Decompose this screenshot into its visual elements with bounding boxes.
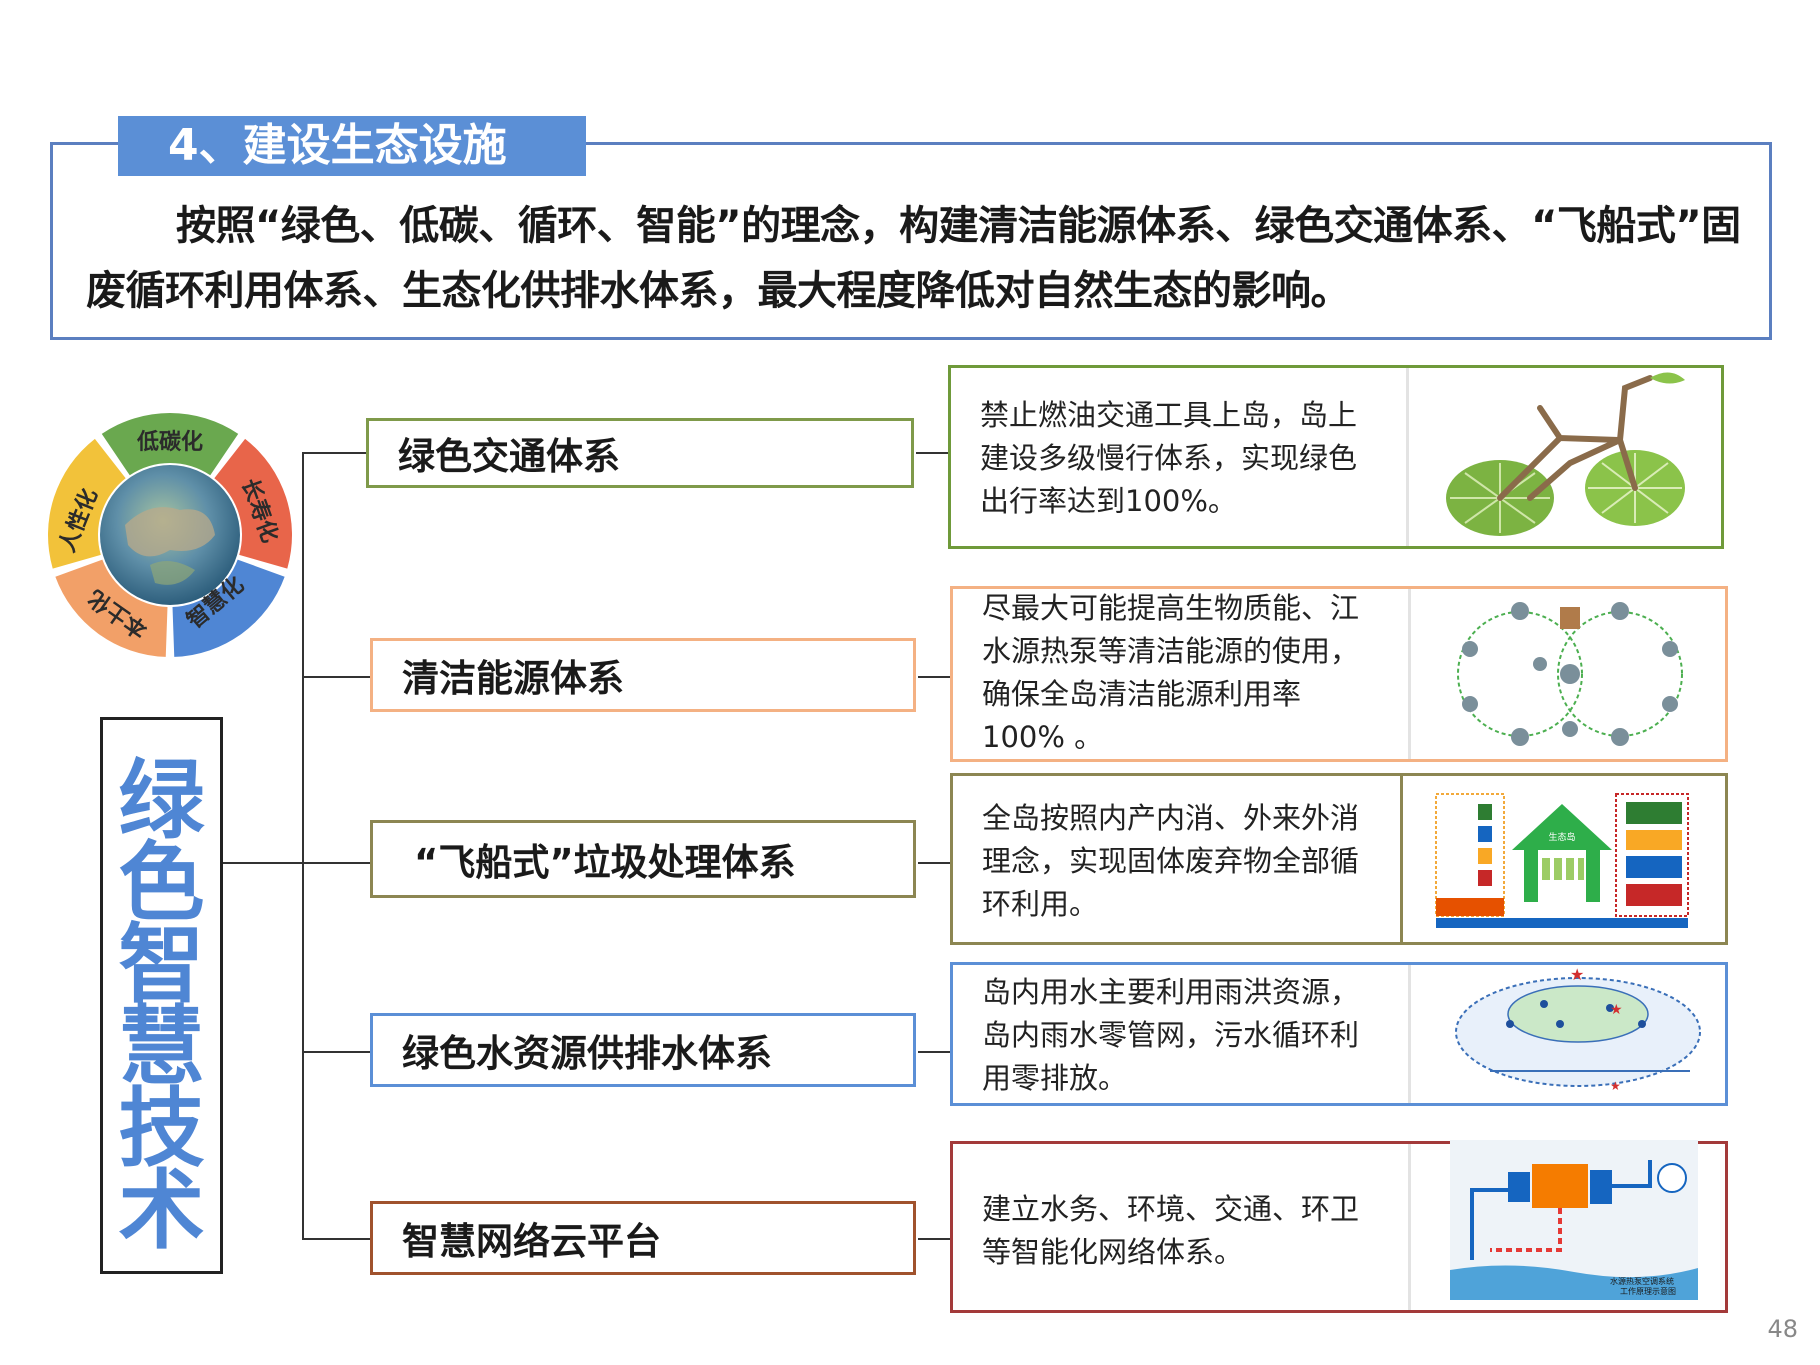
- desc-connector-4: [918, 1051, 952, 1053]
- central-title-box: [100, 717, 223, 1274]
- ring-segment-local: [55, 559, 168, 657]
- heatpump-caption-2: 工作原理示意图: [1620, 1286, 1676, 1296]
- branch-title-box-5: [370, 1201, 916, 1275]
- desc-box-2: [950, 586, 1728, 762]
- desc-text-2: 尽最大可能提高生物质能、江水源热泵等清洁能源的使用，确保全岛清洁能源利用率100…: [982, 591, 1360, 754]
- branch-title-1: 绿色交通体系: [398, 435, 620, 478]
- branch-line-1: [302, 452, 366, 454]
- desc-box-3: [950, 773, 1728, 945]
- principles-ring: 低碳化 长寿化 智慧化 本土化 人性化: [47, 413, 292, 657]
- section-title: 4、建设生态设施: [118, 116, 586, 176]
- branch-title-5: 智慧网络云平台: [402, 1220, 661, 1263]
- water-map-icon: ★ ★ ★: [1455, 966, 1701, 1093]
- ring-segment-longevity: [214, 438, 292, 569]
- svg-text:★: ★: [1610, 1079, 1621, 1093]
- ring-label-lowcarbon: 低碳化: [136, 429, 203, 455]
- energy-cycle-icon: [1457, 602, 1683, 746]
- trunk-connector: [223, 862, 303, 864]
- heatpump-caption-1: 水源热泵空调系统: [1610, 1276, 1674, 1286]
- desc-connector-2: [918, 676, 952, 678]
- ring-segment-humane: [47, 438, 126, 569]
- branch-line-5: [302, 1238, 370, 1240]
- intro-text: 按照“绿色、低碳、循环、智能”的理念，构建清洁能源体系、绿色交通体系、“飞船式”…: [86, 203, 1741, 314]
- ring-segment-lowcarbon: [101, 413, 239, 476]
- branch-title-box-3: [370, 820, 916, 898]
- svg-text:★: ★: [1570, 966, 1584, 984]
- central-title: 绿色智慧技术: [118, 751, 205, 1261]
- branch-title-box-4: [370, 1013, 916, 1087]
- desc-connector-5: [918, 1238, 952, 1240]
- branch-title-3: “飞船式”垃圾处理体系: [414, 841, 796, 884]
- desc-connector-3: [918, 862, 952, 864]
- tree-spine: [302, 452, 304, 1238]
- branch-line-4: [302, 1051, 370, 1053]
- desc-box-5: [950, 1141, 1728, 1313]
- waste-recycling-icon: 生态岛: [1435, 793, 1689, 928]
- page-number: 48: [1767, 1315, 1798, 1343]
- desc-text-1: 禁止燃油交通工具上岛，岛上建设多级慢行体系，实现绿色出行率达到100%。: [980, 398, 1358, 518]
- branch-title-box-1: [366, 418, 914, 488]
- intro-box: [50, 142, 1772, 340]
- desc-box-4: [950, 962, 1728, 1106]
- desc-connector-1: [916, 452, 950, 454]
- heat-pump-diagram-icon: 水源热泵空调系统 工作原理示意图: [1450, 1140, 1698, 1300]
- branch-title-2: 清洁能源体系: [402, 657, 624, 700]
- branch-title-4: 绿色水资源供排水体系: [402, 1032, 772, 1075]
- desc-text-4: 岛内用水主要利用雨洪资源，岛内雨水零管网，污水循环利用零排放。: [982, 975, 1360, 1095]
- desc-box-1: [948, 365, 1724, 549]
- house-label: 生态岛: [1548, 831, 1575, 843]
- branch-line-3: [302, 862, 370, 864]
- desc-text-5: 建立水务、环境、交通、环卫等智能化网络体系。: [982, 1192, 1360, 1269]
- desc-text-3: 全岛按照内产内消、外来外消理念，实现固体废弃物全部循环利用。: [982, 801, 1360, 921]
- branch-line-2: [302, 676, 370, 678]
- svg-text:★: ★: [1610, 1002, 1623, 1018]
- leaf-bicycle-icon: [1446, 372, 1685, 536]
- ring-segment-smart: [172, 559, 285, 657]
- branch-title-box-2: [370, 638, 916, 712]
